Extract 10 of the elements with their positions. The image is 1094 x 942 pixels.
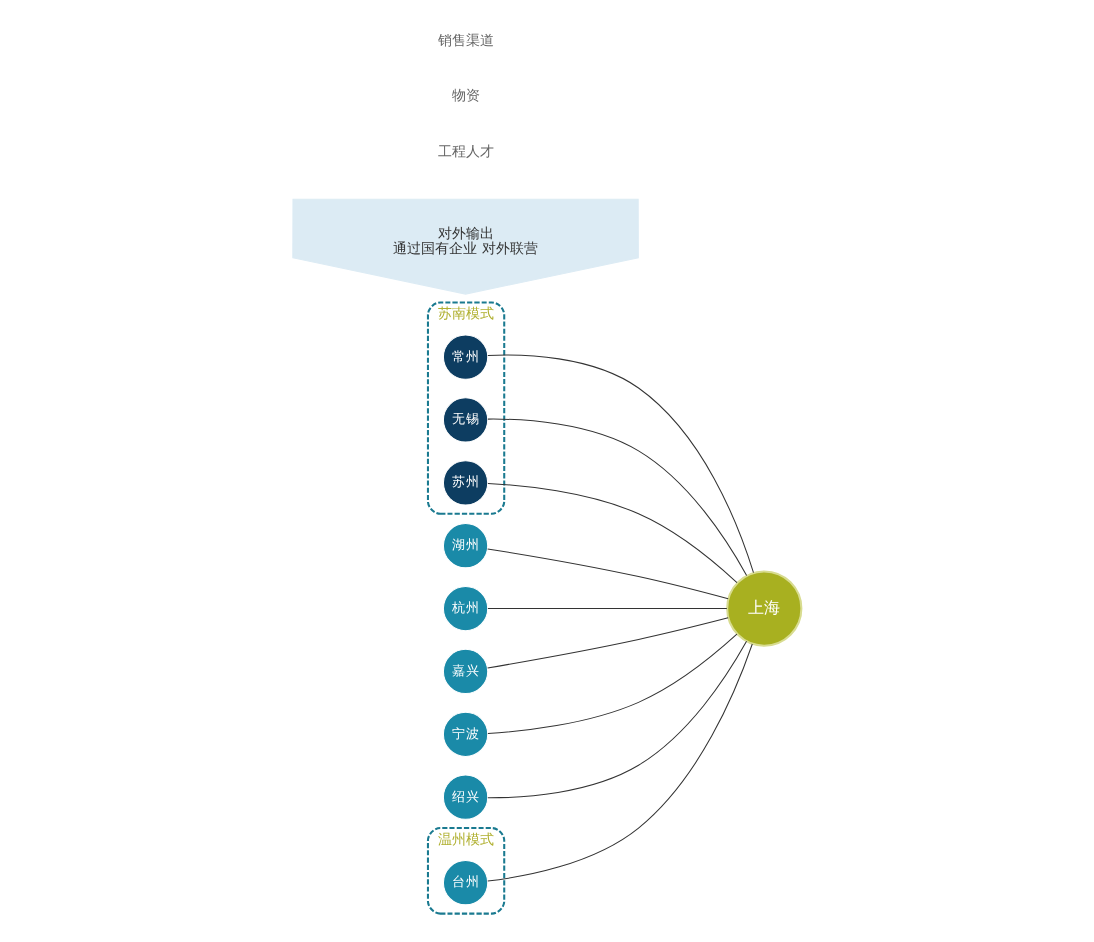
connector bbox=[487, 632, 738, 733]
connector bbox=[487, 417, 748, 575]
connector bbox=[487, 607, 728, 609]
connector bbox=[487, 639, 748, 798]
connector bbox=[487, 353, 754, 573]
connector bbox=[487, 642, 753, 881]
node-circle: 上海 bbox=[726, 569, 803, 646]
connector bbox=[487, 481, 738, 583]
connector bbox=[487, 547, 729, 599]
connector bbox=[487, 616, 729, 668]
